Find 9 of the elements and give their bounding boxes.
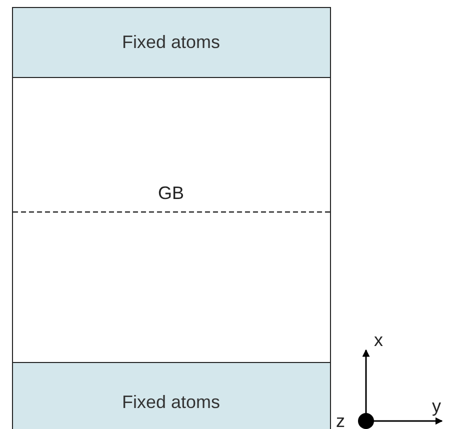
boundary-label: GB [158,184,184,202]
simulation-box [12,7,331,429]
axis-label: z [336,412,345,429]
axis-label: x [374,331,383,349]
band-label: Fixed atoms [122,32,220,52]
band-label: Fixed atoms [122,392,220,412]
fixed-atoms-band [12,6,330,78]
axis-label: y [432,397,441,415]
fixed-atoms-band [12,362,330,429]
